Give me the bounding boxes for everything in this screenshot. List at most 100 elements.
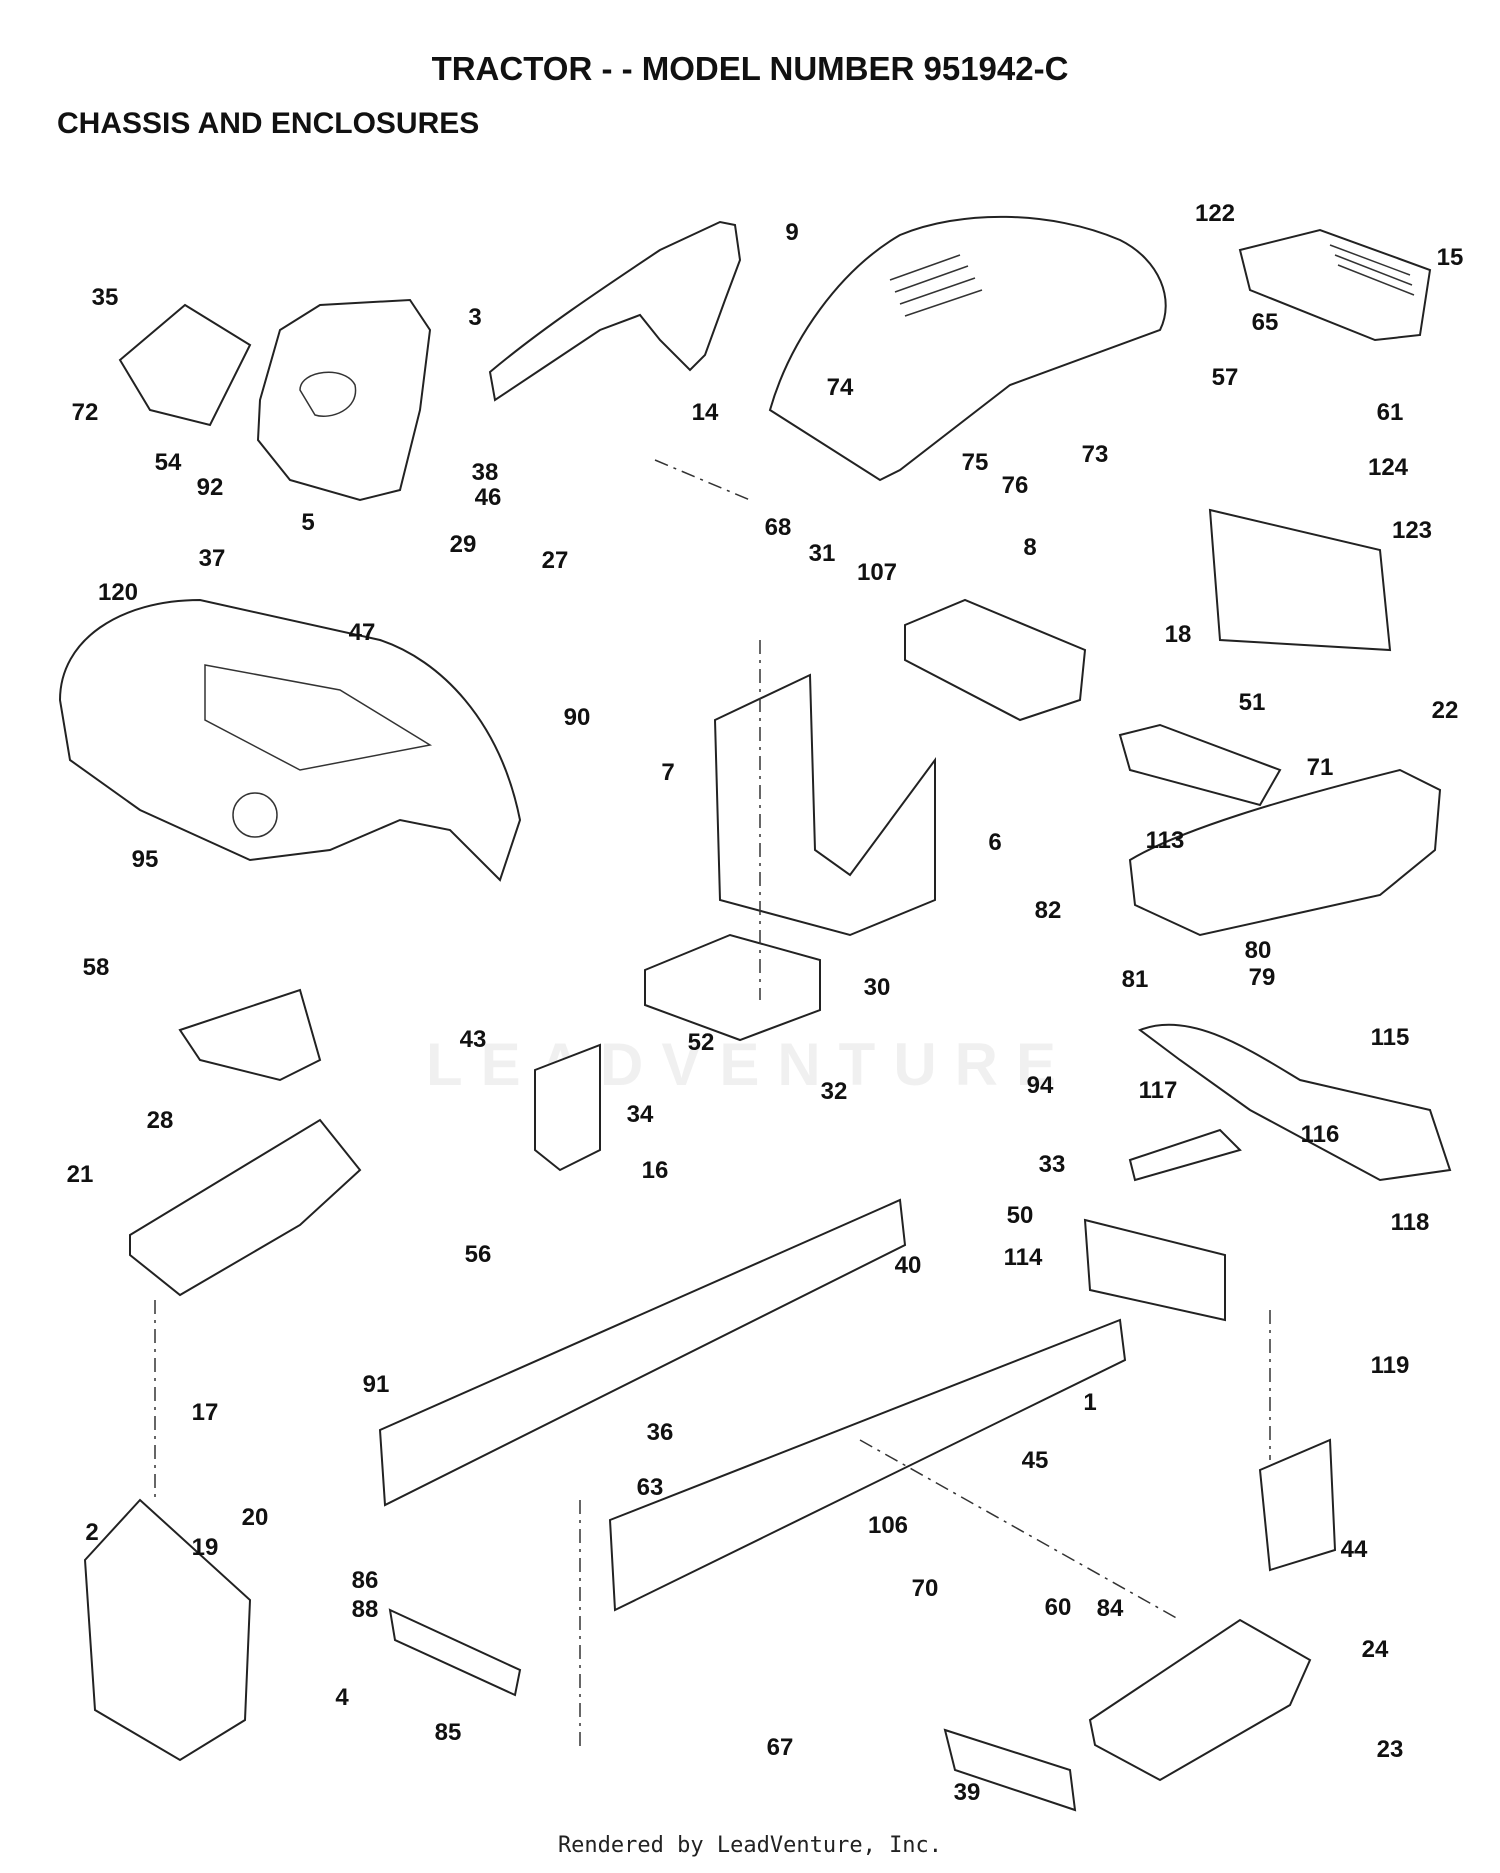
callout-4: 4	[335, 1684, 349, 1711]
frame-rail-1	[608, 1318, 1127, 1612]
callout-54: 54	[155, 449, 182, 476]
footer-credit: Rendered by LeadVenture, Inc.	[557, 1833, 943, 1858]
callout-34: 34	[627, 1101, 654, 1128]
callout-24: 24	[1362, 1636, 1389, 1663]
callout-72: 72	[72, 399, 99, 426]
callout-71: 71	[1307, 754, 1334, 781]
callout-17: 17	[192, 1399, 219, 1426]
callout-27: 27	[542, 547, 569, 574]
callout-79: 79	[1249, 964, 1276, 991]
callout-3: 3	[468, 304, 481, 331]
callout-90: 90	[564, 704, 591, 731]
callout-52: 52	[688, 1029, 715, 1056]
callout-61: 61	[1377, 399, 1404, 426]
panel-8	[904, 598, 1087, 722]
callout-47: 47	[349, 619, 376, 646]
callout-114: 114	[1004, 1244, 1043, 1271]
callout-35: 35	[92, 284, 119, 311]
callout-45: 45	[1022, 1447, 1049, 1474]
hood-vents	[889, 254, 983, 317]
callout-30: 30	[864, 974, 891, 1001]
callout-82: 82	[1035, 897, 1062, 924]
callout-67: 67	[767, 1734, 794, 1761]
callout-80: 80	[1245, 937, 1272, 964]
callout-7: 7	[661, 759, 674, 786]
callout-117: 117	[1139, 1077, 1178, 1104]
callout-122: 122	[1195, 200, 1235, 227]
bracket-44	[1258, 1438, 1337, 1572]
fender-knob	[232, 792, 278, 838]
grille-frame-18	[1208, 508, 1392, 652]
callout-58: 58	[83, 954, 110, 981]
callout-73: 73	[1082, 441, 1109, 468]
callout-95: 95	[132, 846, 159, 873]
section-title: CHASSIS AND ENCLOSURES	[57, 107, 480, 140]
callout-106: 106	[868, 1512, 908, 1539]
frame-6	[713, 673, 936, 937]
callout-labels: 1234567891415161718192021222324272829303…	[67, 200, 1464, 1806]
callout-74: 74	[827, 374, 854, 401]
callout-15: 15	[1437, 244, 1464, 271]
callout-70: 70	[912, 1575, 939, 1602]
hood-14	[768, 215, 1167, 482]
plate-30	[644, 933, 821, 1042]
callout-65: 65	[1252, 309, 1279, 336]
callout-116: 116	[1301, 1121, 1340, 1148]
dash-panel-3	[488, 220, 742, 402]
callout-19: 19	[192, 1534, 219, 1561]
console-5	[256, 298, 432, 502]
callout-68: 68	[765, 514, 792, 541]
footrest-24	[1088, 1618, 1312, 1782]
callout-107: 107	[857, 559, 897, 586]
callout-16: 16	[642, 1157, 669, 1184]
callout-40: 40	[895, 1252, 922, 1279]
callout-118: 118	[1391, 1209, 1430, 1236]
callout-115: 115	[1371, 1024, 1410, 1051]
bumper-22	[1128, 768, 1442, 937]
callout-6: 6	[988, 829, 1001, 856]
callout-9: 9	[785, 219, 798, 246]
callout-28: 28	[147, 1107, 174, 1134]
bracket-39	[943, 1728, 1077, 1812]
cover-92	[118, 303, 252, 427]
bracket-58	[178, 988, 322, 1082]
assembly-lines	[154, 459, 1271, 1750]
watermark-logo: LEADVENTURE	[425, 1031, 1075, 1098]
callout-86: 86	[352, 1567, 379, 1594]
callout-76: 76	[1002, 472, 1029, 499]
callout-18: 18	[1165, 621, 1192, 648]
callout-20: 20	[242, 1504, 269, 1531]
callout-2: 2	[85, 1519, 98, 1546]
fender-recess	[204, 664, 433, 771]
callout-60: 60	[1045, 1594, 1072, 1621]
callout-1: 1	[1083, 1389, 1096, 1416]
callout-81: 81	[1122, 966, 1149, 993]
bracket-85	[388, 1608, 522, 1697]
callout-123: 123	[1392, 517, 1432, 544]
callout-120: 120	[98, 579, 138, 606]
callout-119: 119	[1371, 1352, 1410, 1379]
callout-8: 8	[1023, 534, 1036, 561]
callout-57: 57	[1212, 364, 1239, 391]
bracket-50	[1083, 1218, 1226, 1322]
callout-75: 75	[962, 449, 989, 476]
callout-51: 51	[1239, 689, 1266, 716]
plate-2	[83, 1498, 252, 1762]
footrest-28	[129, 1118, 362, 1297]
callout-50: 50	[1007, 1202, 1034, 1229]
callout-21: 21	[67, 1161, 94, 1188]
page-title: TRACTOR - - MODEL NUMBER 951942-C	[431, 50, 1069, 87]
console-cupholder	[299, 371, 357, 417]
callout-85: 85	[435, 1719, 462, 1746]
callout-43: 43	[460, 1026, 487, 1053]
callout-39: 39	[954, 1779, 981, 1806]
tow-bar-115	[1137, 1023, 1452, 1182]
callout-84: 84	[1097, 1595, 1124, 1622]
callout-37: 37	[199, 545, 226, 572]
callout-124: 124	[1368, 454, 1409, 481]
callout-29: 29	[450, 531, 477, 558]
callout-113: 113	[1146, 827, 1185, 854]
part-drawings	[58, 215, 1452, 1812]
callout-14: 14	[692, 399, 719, 426]
